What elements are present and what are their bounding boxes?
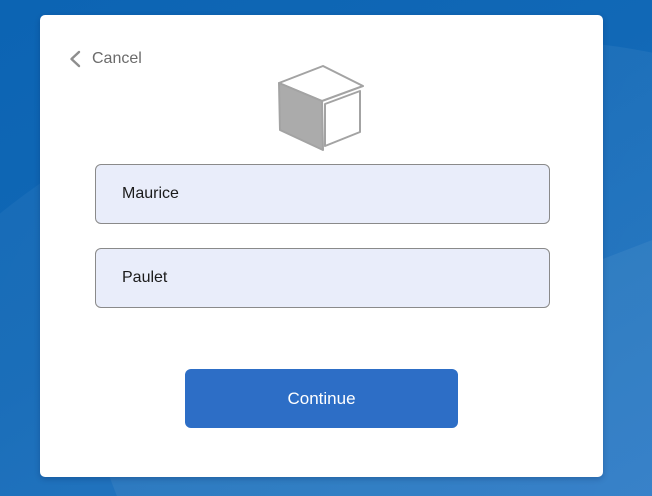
first-name-input[interactable] xyxy=(95,164,550,224)
cancel-label: Cancel xyxy=(92,50,142,67)
last-name-input[interactable] xyxy=(95,248,550,308)
cube-icon xyxy=(278,65,364,151)
chevron-left-icon xyxy=(68,50,82,68)
cancel-button[interactable]: Cancel xyxy=(68,50,142,68)
signup-card: Cancel Continue xyxy=(40,15,603,477)
continue-button[interactable]: Continue xyxy=(185,369,458,428)
